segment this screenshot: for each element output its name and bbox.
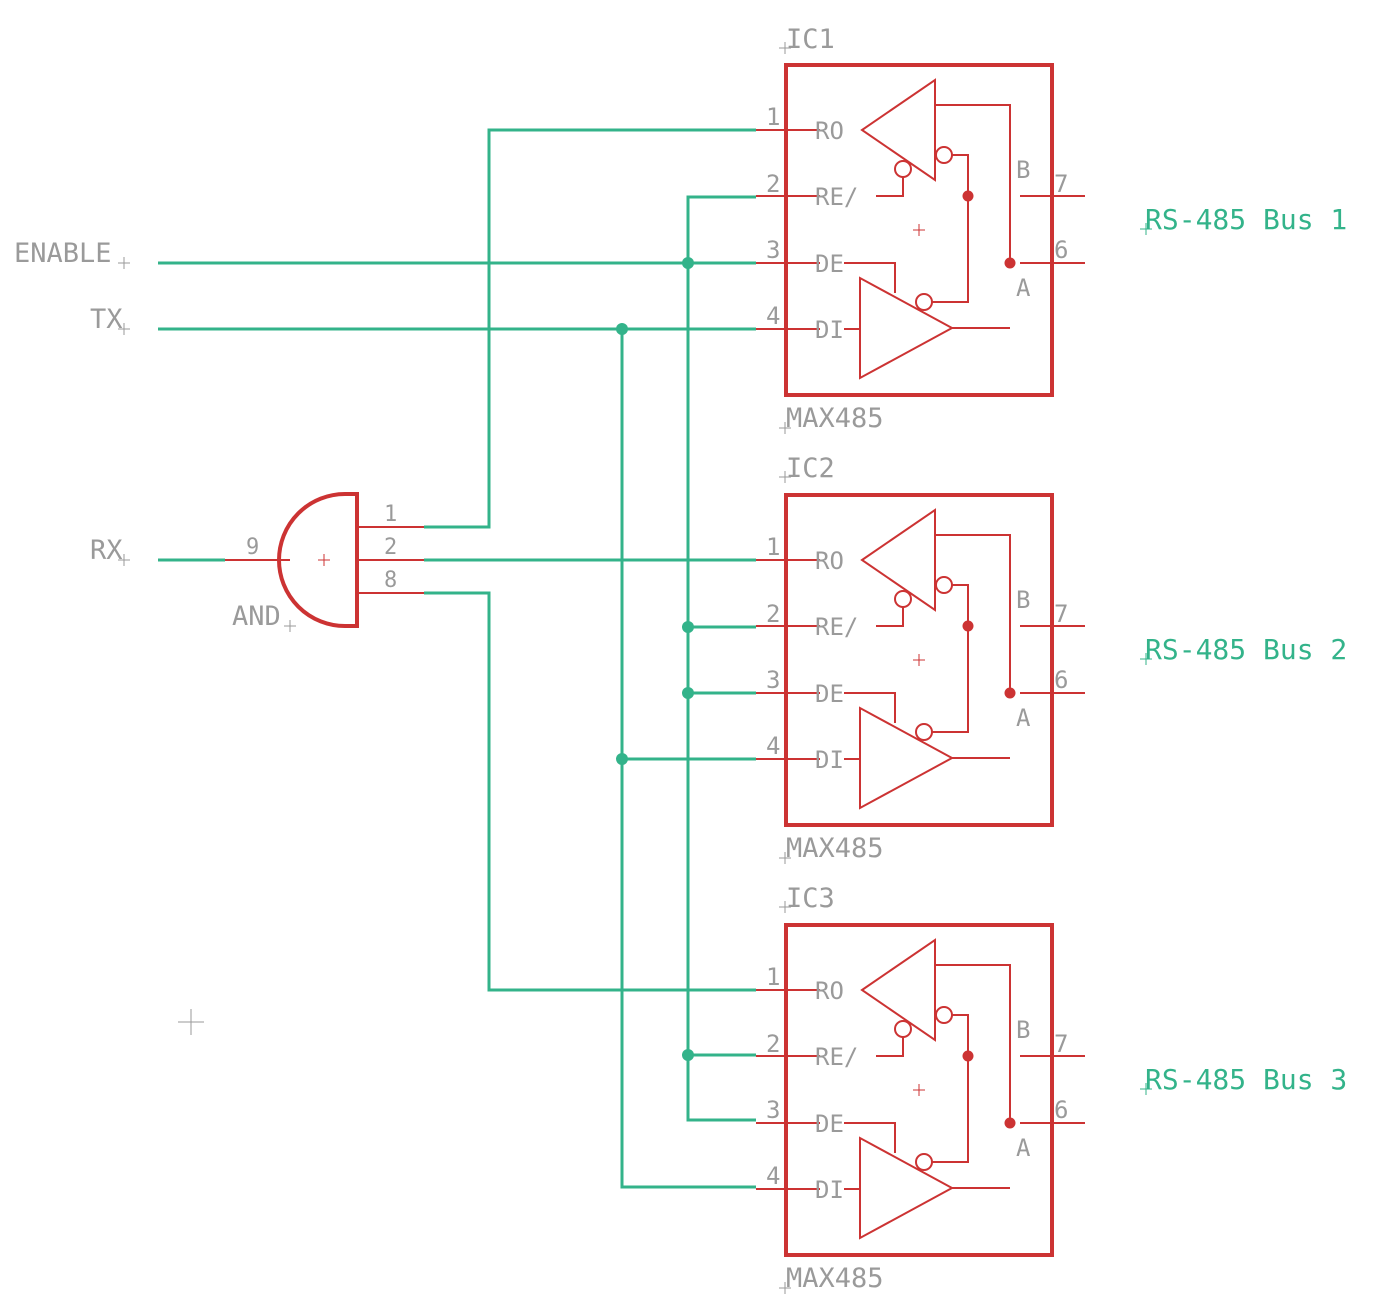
ic1-bus-label: RS-485 Bus 1	[1145, 203, 1347, 236]
ic3-pin-3: 3	[766, 1096, 780, 1124]
net-label-rx: RX	[90, 535, 123, 566]
cursor-cross	[178, 1009, 204, 1035]
origin-cross-enable	[118, 257, 130, 269]
wires	[158, 128, 756, 1189]
ic2-max485[interactable]: IC2 MAX485 1 2 3 4 7 6 RO RE/ DE DI B A …	[754, 453, 1347, 864]
wire-re-bus	[686, 195, 756, 1122]
ic1-pinname-a: A	[1016, 274, 1031, 302]
ic1-symbol	[754, 63, 1087, 397]
ic1-pin-4: 4	[766, 302, 780, 330]
ic2-pinname-b: B	[1016, 586, 1030, 614]
junction-enable	[682, 257, 694, 269]
ic3-pinname-ro: RO	[815, 977, 844, 1005]
origin-cross-tx	[118, 323, 130, 335]
ic2-name-origin	[779, 471, 791, 483]
ic2-pin-3: 3	[766, 666, 780, 694]
and-origin-cross	[318, 554, 330, 566]
ic1-pin-2: 2	[766, 170, 780, 198]
ic2-pinname-a: A	[1016, 704, 1031, 732]
ic1-value-origin	[779, 422, 791, 434]
ic1-pinname-di: DI	[815, 316, 844, 344]
origin-cross-rx	[118, 554, 130, 566]
ic3-pinname-de: DE	[815, 1110, 844, 1138]
ic1-bus-origin	[1140, 223, 1152, 235]
ic3-pinname-re: RE/	[815, 1043, 858, 1071]
ic3-pinname-b: B	[1016, 1016, 1030, 1044]
ic1-pinname-ro: RO	[815, 117, 844, 145]
and-gate[interactable]: 9 1 2 8 AND	[225, 492, 424, 632]
junction-tx	[616, 323, 628, 335]
and-name-origin	[284, 620, 296, 632]
ic1-name-origin	[779, 42, 791, 54]
and-pin-number-9: 9	[246, 535, 259, 560]
ic3-pin-7: 7	[1054, 1030, 1068, 1058]
ic1-pinname-re: RE/	[815, 183, 858, 211]
net-label-tx: TX	[90, 304, 123, 335]
and-gate-name: AND	[232, 601, 281, 632]
junction-ic2-di	[616, 753, 628, 765]
ic1-pin-3: 3	[766, 236, 780, 264]
and-gate-body	[277, 492, 359, 628]
ic3-max485[interactable]: IC3 MAX485 1 2 3 4 7 6 RO RE/ DE DI B A …	[754, 883, 1347, 1294]
ic1-name: IC1	[786, 24, 835, 55]
ic1-pinname-de: DE	[815, 250, 844, 278]
ic2-value-origin	[779, 852, 791, 864]
ic2-bus-label: RS-485 Bus 2	[1145, 633, 1347, 666]
wire-ic3-ro	[424, 591, 756, 992]
and-pin-number-8: 8	[384, 568, 397, 593]
ic2-pin-1: 1	[766, 533, 780, 561]
ic2-pin-6: 6	[1054, 666, 1068, 694]
ic3-pin-4: 4	[766, 1162, 780, 1190]
ic2-pin-7: 7	[1054, 600, 1068, 628]
ic2-value: MAX485	[786, 833, 884, 864]
and-pin-number-1: 1	[384, 502, 397, 527]
ic1-value: MAX485	[786, 403, 884, 434]
ic3-pinname-a: A	[1016, 1134, 1031, 1162]
ic3-symbol	[754, 923, 1087, 1257]
ic3-pin-1: 1	[766, 963, 780, 991]
ic3-pin-2: 2	[766, 1030, 780, 1058]
ic2-pin-4: 4	[766, 732, 780, 760]
ic2-pinname-di: DI	[815, 746, 844, 774]
ic1-pin-7: 7	[1054, 170, 1068, 198]
ic2-symbol	[754, 493, 1087, 827]
ic1-max485[interactable]: IC1 MAX485 1 2 3 4 7 6 RO RE/ DE DI B A …	[754, 24, 1347, 434]
wire-ic1-ro	[424, 128, 756, 529]
junction-ic3-re	[682, 1049, 694, 1061]
wire-di-bus	[620, 329, 756, 1189]
ic3-value: MAX485	[786, 1263, 884, 1294]
ic1-pin-6: 6	[1054, 236, 1068, 264]
ic3-value-origin	[779, 1282, 791, 1294]
ic3-name-origin	[779, 901, 791, 913]
junction-ic2-re	[682, 621, 694, 633]
ic1-pin-1: 1	[766, 103, 780, 131]
ic3-bus-origin	[1140, 1083, 1152, 1095]
junction-ic2-de	[682, 687, 694, 699]
wire-junctions	[616, 257, 694, 1061]
ic3-name: IC3	[786, 883, 835, 914]
ic3-pin-6: 6	[1054, 1096, 1068, 1124]
ic2-pinname-ro: RO	[815, 547, 844, 575]
ic3-bus-label: RS-485 Bus 3	[1145, 1063, 1347, 1096]
and-pin-number-2: 2	[384, 535, 397, 560]
ic1-pinname-b: B	[1016, 156, 1030, 184]
ic2-pinname-re: RE/	[815, 613, 858, 641]
ic2-pin-2: 2	[766, 600, 780, 628]
ic2-pinname-de: DE	[815, 680, 844, 708]
ic2-bus-origin	[1140, 653, 1152, 665]
ic2-name: IC2	[786, 453, 835, 484]
net-label-enable: ENABLE	[14, 238, 112, 269]
ic3-pinname-di: DI	[815, 1176, 844, 1204]
